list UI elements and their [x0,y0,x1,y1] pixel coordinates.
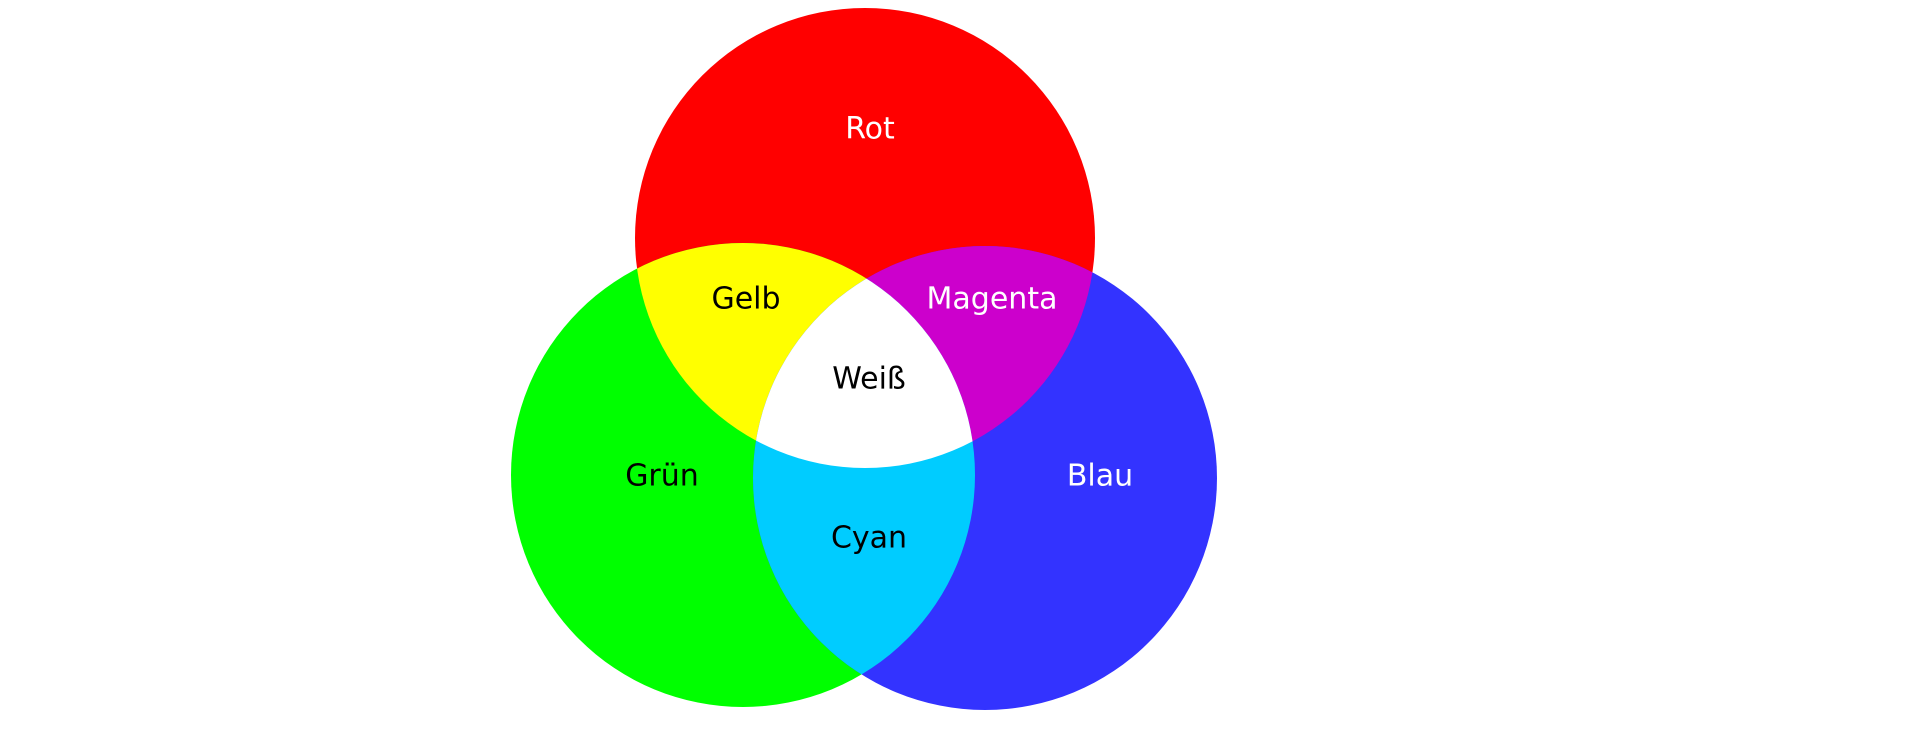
white-overlap [753,246,975,468]
label-cyan: Cyan [831,521,907,556]
label-blue: Blau [1067,459,1133,494]
label-white: Weiß [832,362,906,397]
label-magenta: Magenta [927,282,1058,317]
label-yellow: Gelb [711,282,780,317]
label-red: Rot [845,112,895,147]
label-green: Grün [625,459,699,494]
